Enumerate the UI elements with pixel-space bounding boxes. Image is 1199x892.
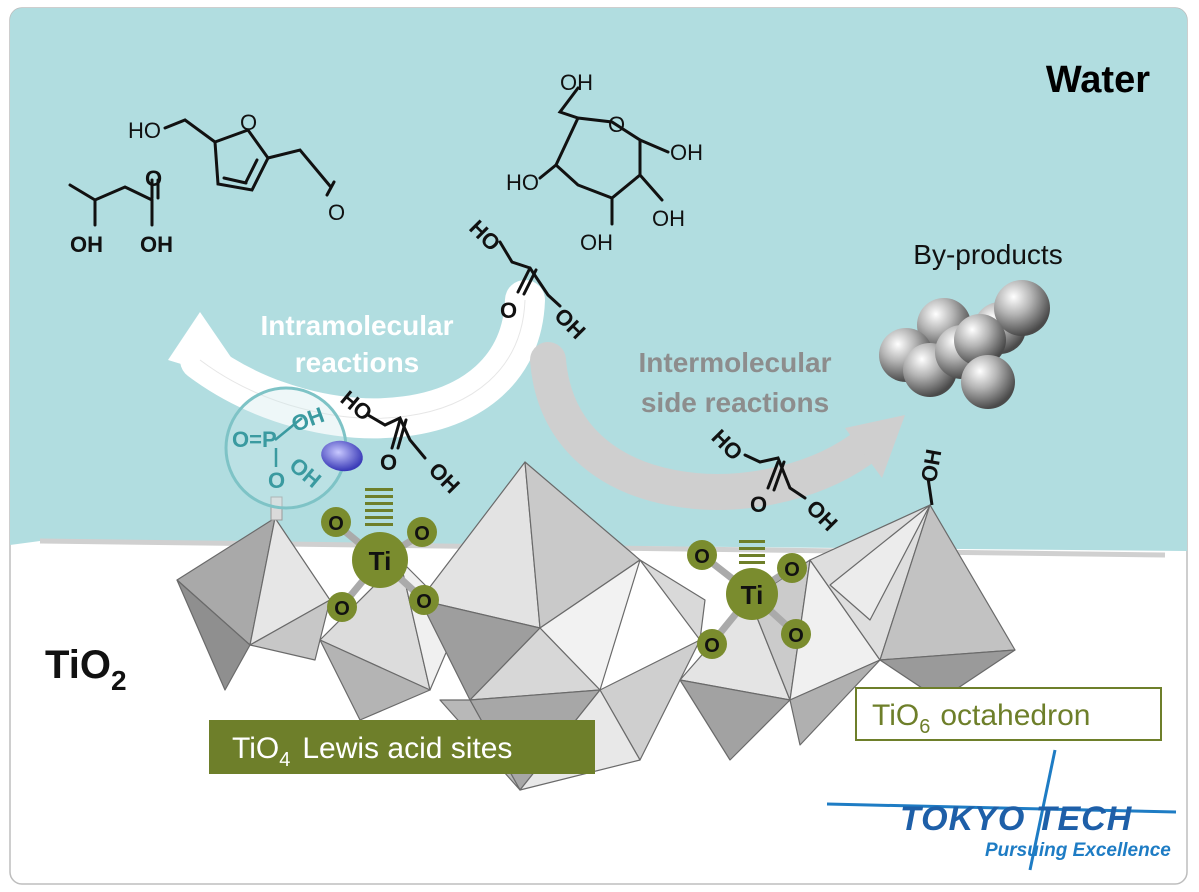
dha-structure-adsorbed (366, 413, 427, 460)
intramolecular-label-line2: reactions (295, 347, 420, 378)
ti-label-tio6: Ti (741, 580, 764, 610)
intermolecular-arrow-body (530, 342, 878, 510)
o-label-tio6-3: O (704, 635, 720, 657)
tio4-coordination-bars (365, 488, 393, 526)
dha-structure-right (743, 453, 807, 500)
tio4-label-box (209, 720, 595, 774)
glucose-oh-right: OH (670, 140, 703, 165)
intermolecular-label-line2: side reactions (641, 387, 829, 418)
logo-vertical-line (1028, 749, 1057, 871)
intramolecular-arrow-head (168, 312, 250, 385)
logo-brand: TOKYO TECH (900, 800, 1133, 838)
hmf-ho-label: HO (128, 118, 161, 143)
byproducts-cluster (879, 280, 1050, 409)
hmf-aldehyde-o-label: O (328, 200, 345, 225)
phosphate-o-label: O (268, 468, 285, 493)
dha-right-o: O (750, 492, 767, 517)
intermolecular-label-line1: Intermolecular (639, 347, 832, 378)
o-label-tio6-2: O (784, 559, 800, 581)
lactic-acid-structure (68, 178, 160, 227)
logo-horizontal-line (826, 802, 1177, 814)
o-atom-tio4-3 (327, 592, 357, 622)
adsorption-blob (321, 440, 363, 472)
ti-atom-tio6 (726, 568, 778, 620)
glucose-ho-left: HO (506, 170, 539, 195)
o-atom-tio6-1 (687, 540, 717, 570)
lactic-o-label: O (145, 166, 162, 191)
ti-atom-tio4 (352, 532, 408, 588)
o-label-tio6-4: O (788, 625, 804, 647)
o-label-tio6-1: O (694, 546, 710, 568)
glucose-oh-bottom: OH (580, 230, 613, 255)
o-atom-tio4-4 (409, 585, 439, 615)
surface-oh-bond (926, 477, 934, 506)
tokyo-tech-logo: TOKYO TECH Pursuing Excellence (826, 749, 1177, 871)
water-label: Water (1046, 59, 1150, 101)
phosphate-op-label: O=P (232, 427, 277, 452)
logo-tagline: Pursuing Excellence (985, 840, 1171, 861)
glucose-oh-top: OH (560, 70, 593, 95)
glucose-structure (538, 86, 670, 226)
tio6-coordination-bars (739, 540, 765, 564)
dha-structure-upper (498, 240, 562, 308)
o-atom-tio6-2 (777, 553, 807, 583)
ti-label-tio4: Ti (369, 546, 392, 576)
o-atom-tio6-4 (781, 619, 811, 649)
o-atom-tio4-2 (407, 517, 437, 547)
dha-mid-o: O (380, 450, 397, 475)
byproducts-label: By-products (913, 239, 1062, 270)
hmf-ring-o-label: O (240, 110, 257, 135)
lactic-oh-label-2: OH (140, 232, 173, 257)
o-atom-tio6-3 (697, 629, 727, 659)
hmf-structure (163, 118, 336, 197)
o-label-tio4-4: O (416, 591, 432, 613)
crystal-surface (176, 461, 1016, 791)
surface-oh-label: OH (916, 447, 946, 484)
o-label-tio4-3: O (334, 598, 350, 620)
o-label-tio4-2: O (414, 523, 430, 545)
o-label-tio4-1: O (328, 513, 344, 535)
dha-upper-o: O (500, 298, 517, 323)
intramolecular-label-line1: Intramolecular (261, 310, 454, 341)
intermolecular-arrow-head (845, 415, 905, 478)
tio6-label-box (855, 687, 1162, 741)
tio2-label: TiO2 (45, 643, 127, 696)
glucose-ring-o: O (608, 112, 625, 137)
lactic-oh-label-1: OH (70, 232, 103, 257)
glucose-oh-bottom-right: OH (652, 206, 685, 231)
o-atom-tio4-1 (321, 507, 351, 537)
